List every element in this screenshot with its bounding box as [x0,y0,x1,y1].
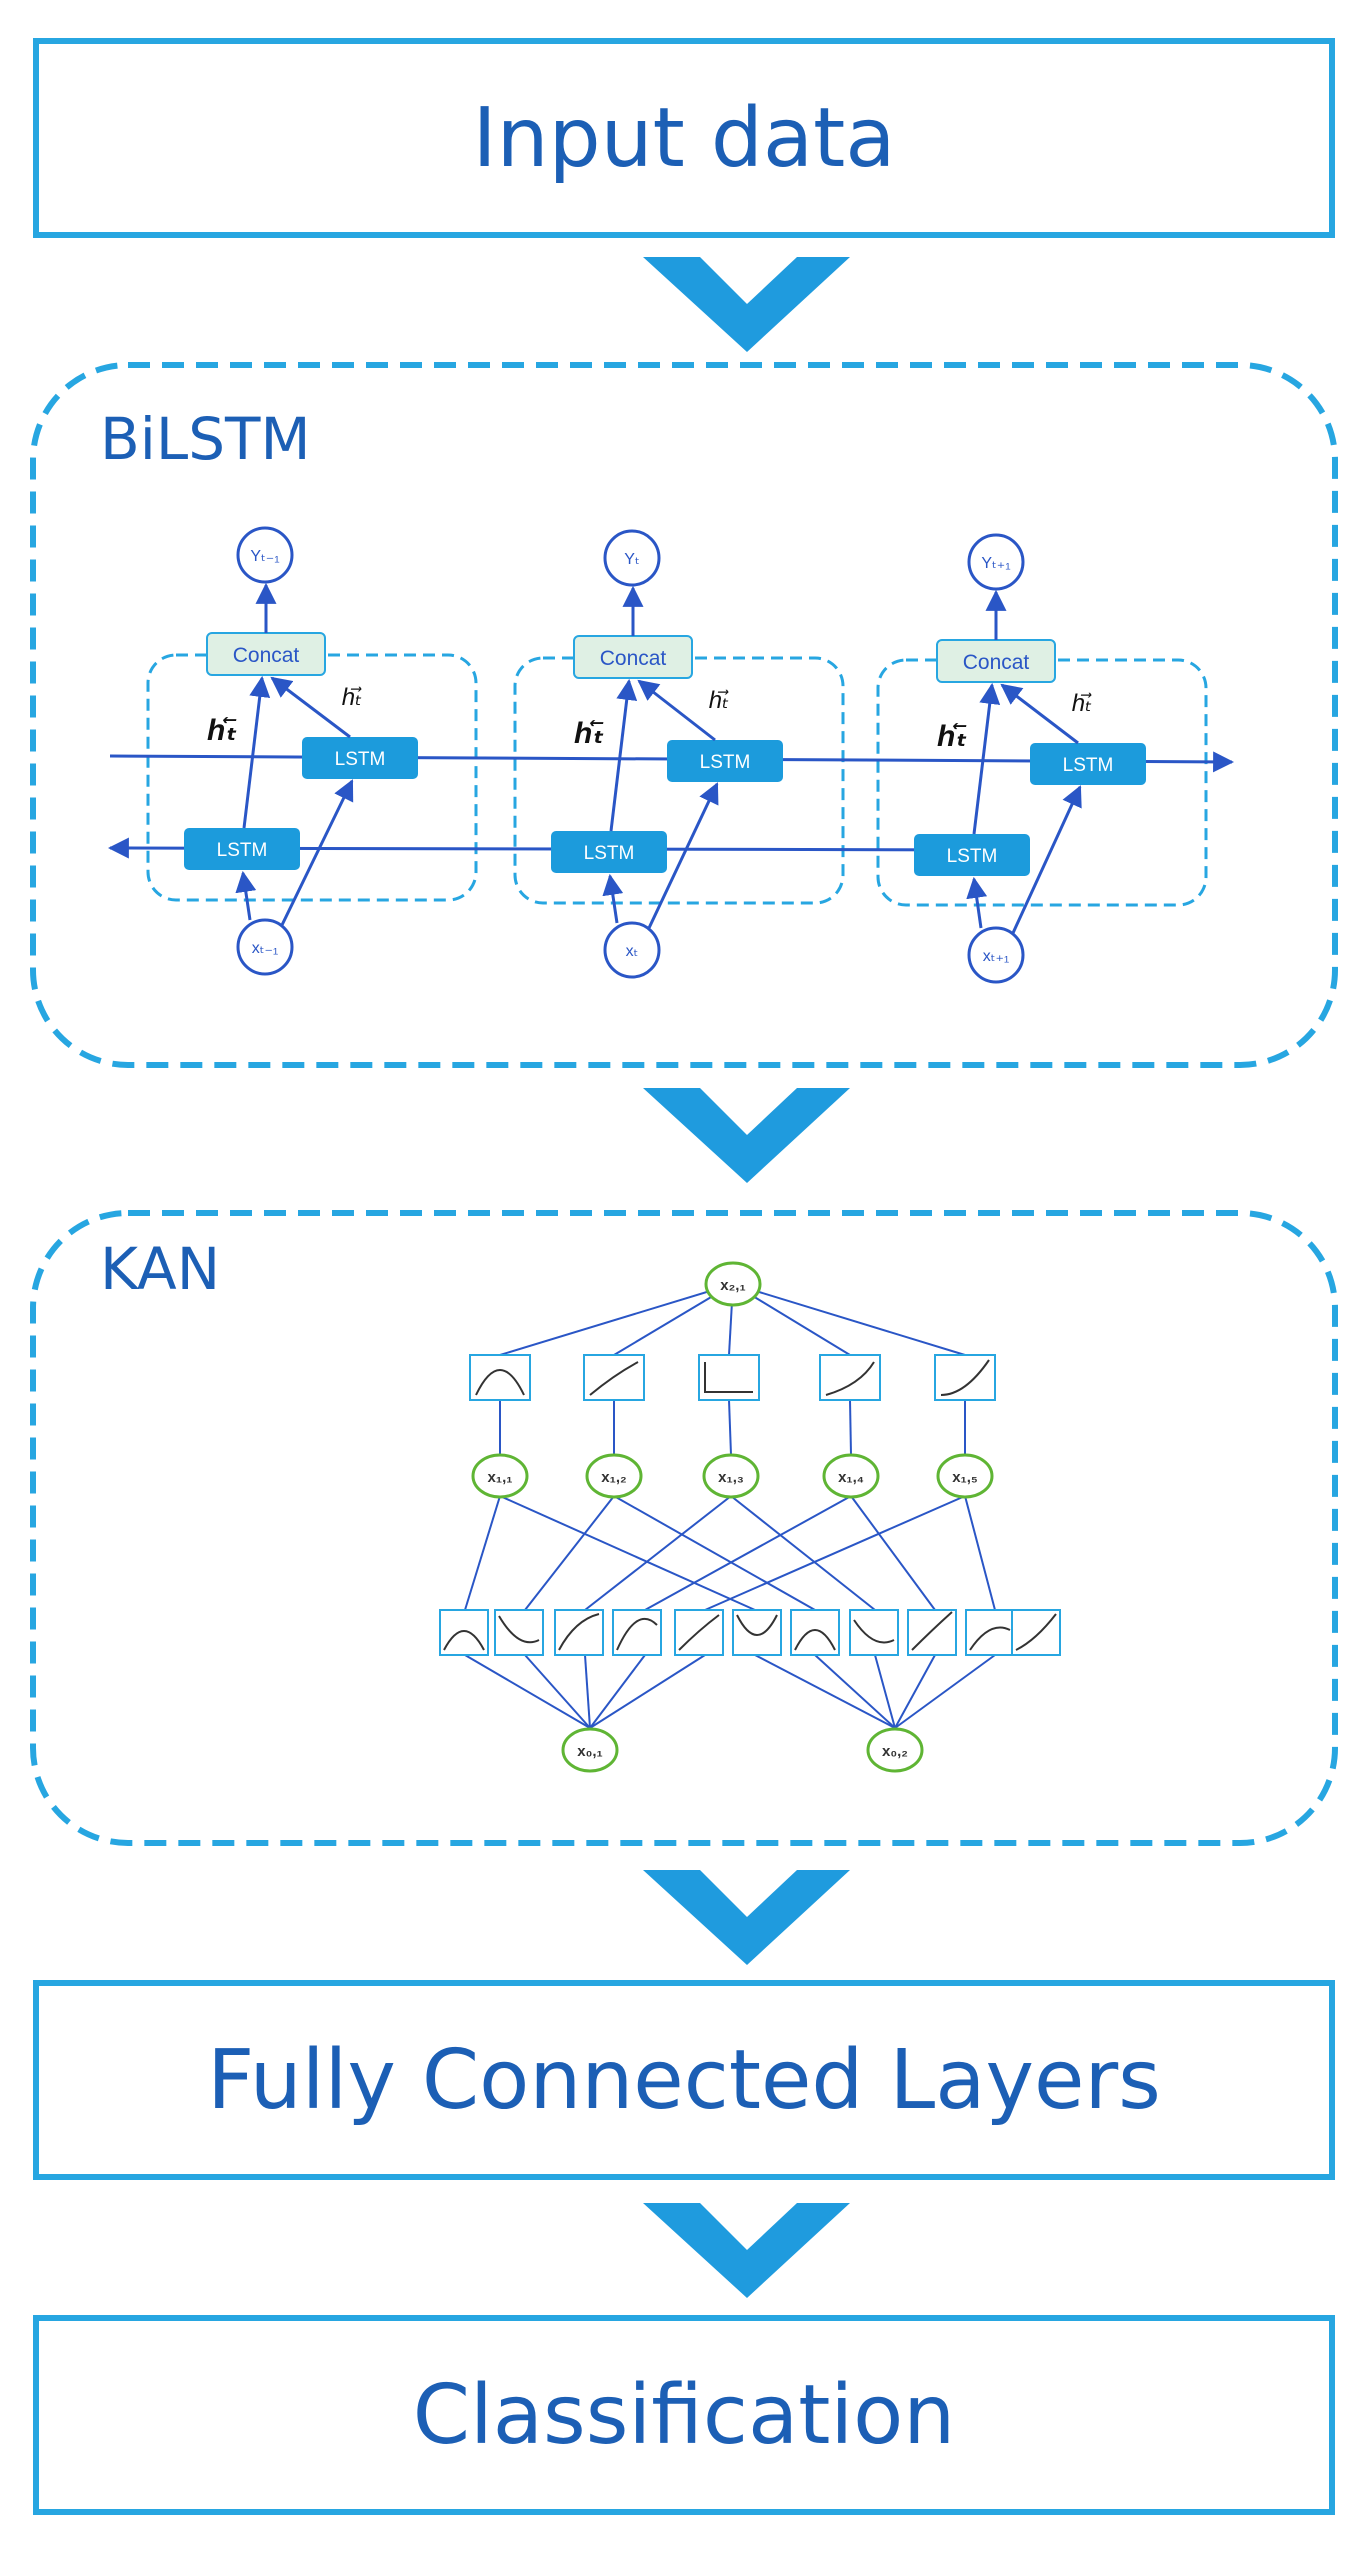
input-node-label: xₜ₊₁ [983,948,1010,965]
chevron-down-icon [643,1088,850,1183]
input-data-label: Input data [472,90,896,186]
fully-connected-block: Fully Connected Layers [33,1980,1335,2180]
chevron-down-icon [643,257,850,352]
bilstm-title: BiLSTM [100,405,311,473]
kan-node-label: x₂,₁ [720,1277,745,1294]
bilstm-cell-1: Yₜ₋₁ Concat LSTM LSTM hₜ⃖ hₜ⃗ xₜ₋₁ [184,526,418,976]
fully-connected-label: Fully Connected Layers [207,2032,1161,2128]
lstm-label: LSTM [584,843,635,864]
classification-block: Classification [33,2315,1335,2515]
forward-state-label: hₜ⃗ [342,684,362,711]
output-node-label: Yₜ [624,551,639,568]
classification-label: Classification [412,2367,956,2463]
kan-node-label: x₁,₂ [601,1469,626,1486]
bilstm-cell-2: Yₜ Concat LSTM LSTM hₜ⃖ hₜ⃗ xₜ [551,529,783,979]
forward-state-label: hₜ⃗ [1072,690,1092,717]
output-node-label: Yₜ₊₁ [981,555,1010,572]
input-node-label: xₜ [626,943,639,960]
forward-state-label: hₜ⃗ [709,687,729,714]
lstm-label: LSTM [335,749,386,770]
kan-node-label: x₀,₂ [882,1743,908,1760]
lstm-label: LSTM [217,840,268,861]
kan-node-label: x₁,₅ [952,1469,978,1486]
output-node-label: Yₜ₋₁ [250,548,279,565]
kan-node: x₂,₁ [704,1261,762,1307]
concat-label: Concat [233,644,300,667]
lstm-label: LSTM [700,752,751,773]
kan-node-label: x₀,₁ [577,1743,602,1760]
lstm-label: LSTM [1063,755,1114,776]
kan-activation-row-top [469,1354,996,1401]
concat-label: Concat [600,647,667,670]
kan-network [464,1283,996,1729]
lstm-label: LSTM [947,846,998,867]
kan-activation-row-bottom [439,1609,1061,1656]
kan-frame [30,1210,1338,1846]
concat-label: Concat [963,651,1030,674]
backward-state-label: hₜ⃖ [937,720,967,753]
kan-node-label: x₁,₃ [718,1469,744,1486]
kan-title: KAN [100,1235,221,1303]
input-node-label: xₜ₋₁ [252,940,279,957]
chevron-down-icon [643,1870,850,1965]
chevron-down-icon [643,2203,850,2298]
bilstm-cell-3: Yₜ₊₁ Concat LSTM LSTM hₜ⃖ hₜ⃗ xₜ₊₁ [914,533,1146,984]
backward-state-label: hₜ⃖ [574,717,604,750]
kan-node-label: x₁,₄ [838,1469,864,1486]
backward-state-label: hₜ⃖ [207,714,237,747]
bilstm-frame [30,362,1338,1068]
kan-node-label: x₁,₁ [488,1469,513,1486]
input-data-block: Input data [33,38,1335,238]
